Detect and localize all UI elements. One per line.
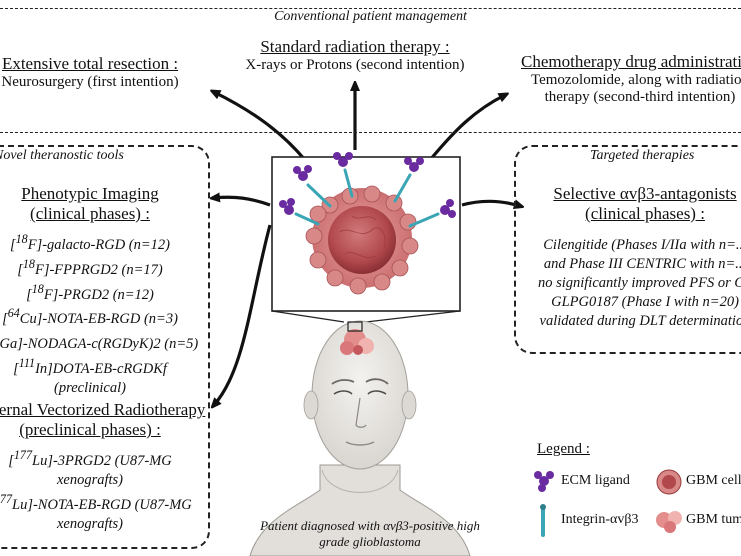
targeted-title-1: Selective αvβ3-antagonists xyxy=(553,184,737,203)
imaging-item-6: [111In]DOTA-EB-cRGDKf xyxy=(13,356,167,377)
arrow-to-resection xyxy=(214,92,307,162)
integrin-ligand-set xyxy=(279,152,456,228)
head-tumor xyxy=(340,329,374,355)
imaging-item-4: [64Cu]-NOTA-EB-RGD (n=3) xyxy=(2,306,178,328)
imaging-block: Phenotypic Imaging (clinical phases) : [… xyxy=(0,184,200,398)
radiotherapy-item-1: [177Lu]-3PRGD2 (U87-MG xyxy=(8,448,172,469)
radiation-title: Standard radiation therapy : xyxy=(260,37,450,56)
targeted-line-3: no significantly improved PFS or OS xyxy=(537,275,741,291)
imaging-item-5: [68Ga]-NODAGA-c(RGDyK)2 (n=5) xyxy=(0,336,199,353)
gbm-cell-icon xyxy=(656,469,682,495)
tumor-cluster xyxy=(305,185,419,295)
targeted-label: Targeted therapies xyxy=(590,148,695,163)
radiotherapy-block: Internal Vectorized Radiotherapy (precli… xyxy=(0,400,206,534)
patient-caption: Patient diagnosed with αvβ3-positive hig… xyxy=(235,518,505,550)
imaging-title-1: Phenotypic Imaging xyxy=(21,184,159,203)
resection-subtitle: Neurosurgery (first intention) xyxy=(1,74,179,90)
targeted-line-4: GLPG0187 (Phase I with n=20) xyxy=(551,294,739,310)
radiotherapy-item-4: xenografts) xyxy=(56,515,124,532)
targeted-line-2: and Phase III CENTRIC with n=... xyxy=(543,256,741,272)
novel-tools-box xyxy=(0,145,210,549)
radiotherapy-title-1: Internal Vectorized Radiotherapy xyxy=(0,400,206,419)
patient-caption-2: grade glioblastoma xyxy=(319,534,421,549)
patient-head-illustration xyxy=(249,320,471,556)
legend-label-integrin: Integrin-αvβ3 xyxy=(561,512,639,527)
patient-caption-1: Patient diagnosed with αvβ3-positive hig… xyxy=(260,518,480,533)
legend-label-ecm: ECM ligand xyxy=(561,473,630,488)
legend-title: Legend : xyxy=(537,441,590,457)
resection-block: Extensive total resection : Neurosurgery… xyxy=(0,54,200,91)
targeted-therapies-box xyxy=(514,145,741,354)
targeted-line-1: Cilengitide (Phases I/IIa with n=... xyxy=(543,237,741,253)
radiation-subtitle: X-rays or Protons (second intention) xyxy=(245,57,465,73)
radiotherapy-item-2: xenografts) xyxy=(56,471,124,488)
chemo-subtitle-2: therapy (second-third intention) xyxy=(544,89,736,105)
arrow-to-imaging xyxy=(214,197,271,207)
novel-tools-label: Novel theranostic tools xyxy=(0,148,124,163)
ecm-ligand-icon xyxy=(534,471,554,492)
arrow-to-chemo xyxy=(428,95,505,162)
radiation-block: Standard radiation therapy : X-rays or P… xyxy=(225,37,485,74)
header-title: Conventional patient management xyxy=(274,9,467,24)
arrow-to-targeted xyxy=(461,201,520,206)
radiotherapy-title-2: (preclinical phases) : xyxy=(19,420,161,439)
targeted-line-5: validated during DLT determination xyxy=(539,313,741,329)
imaging-title-2: (clinical phases) : xyxy=(30,204,150,223)
targeted-block: Selective αvβ3-antagonists (clinical pha… xyxy=(520,184,741,331)
gbm-tumor-icon xyxy=(656,511,682,533)
imaging-item-1: [18F]-galacto-RGD (n=12) xyxy=(9,232,170,253)
top-separator xyxy=(0,8,741,9)
arrows xyxy=(214,85,520,405)
chemo-block: Chemotherapy drug administration Temozol… xyxy=(505,52,741,106)
chemo-subtitle-1: Temozolomide, along with radiation xyxy=(530,72,741,88)
resection-title: Extensive total resection : xyxy=(1,54,179,73)
arrow-to-radiotherapy xyxy=(214,224,272,405)
legend-label-gbm-tumor: GBM tumor xyxy=(686,512,741,527)
targeted-title-2: (clinical phases) : xyxy=(585,204,705,223)
legend-label-gbm-cell: GBM cell xyxy=(686,473,741,488)
chemo-title: Chemotherapy drug administration xyxy=(521,52,741,71)
integrin-icon xyxy=(540,504,546,537)
imaging-item-2: [18F]-FPPRGD2 (n=17) xyxy=(17,256,163,278)
imaging-item-7: (preclinical) xyxy=(54,379,126,396)
middle-separator xyxy=(0,132,741,133)
radiotherapy-item-3: [177Lu]-NOTA-EB-RGD (U87-MG xyxy=(0,491,192,513)
imaging-item-3: [18F]-PRGD2 (n=12) xyxy=(26,281,154,303)
